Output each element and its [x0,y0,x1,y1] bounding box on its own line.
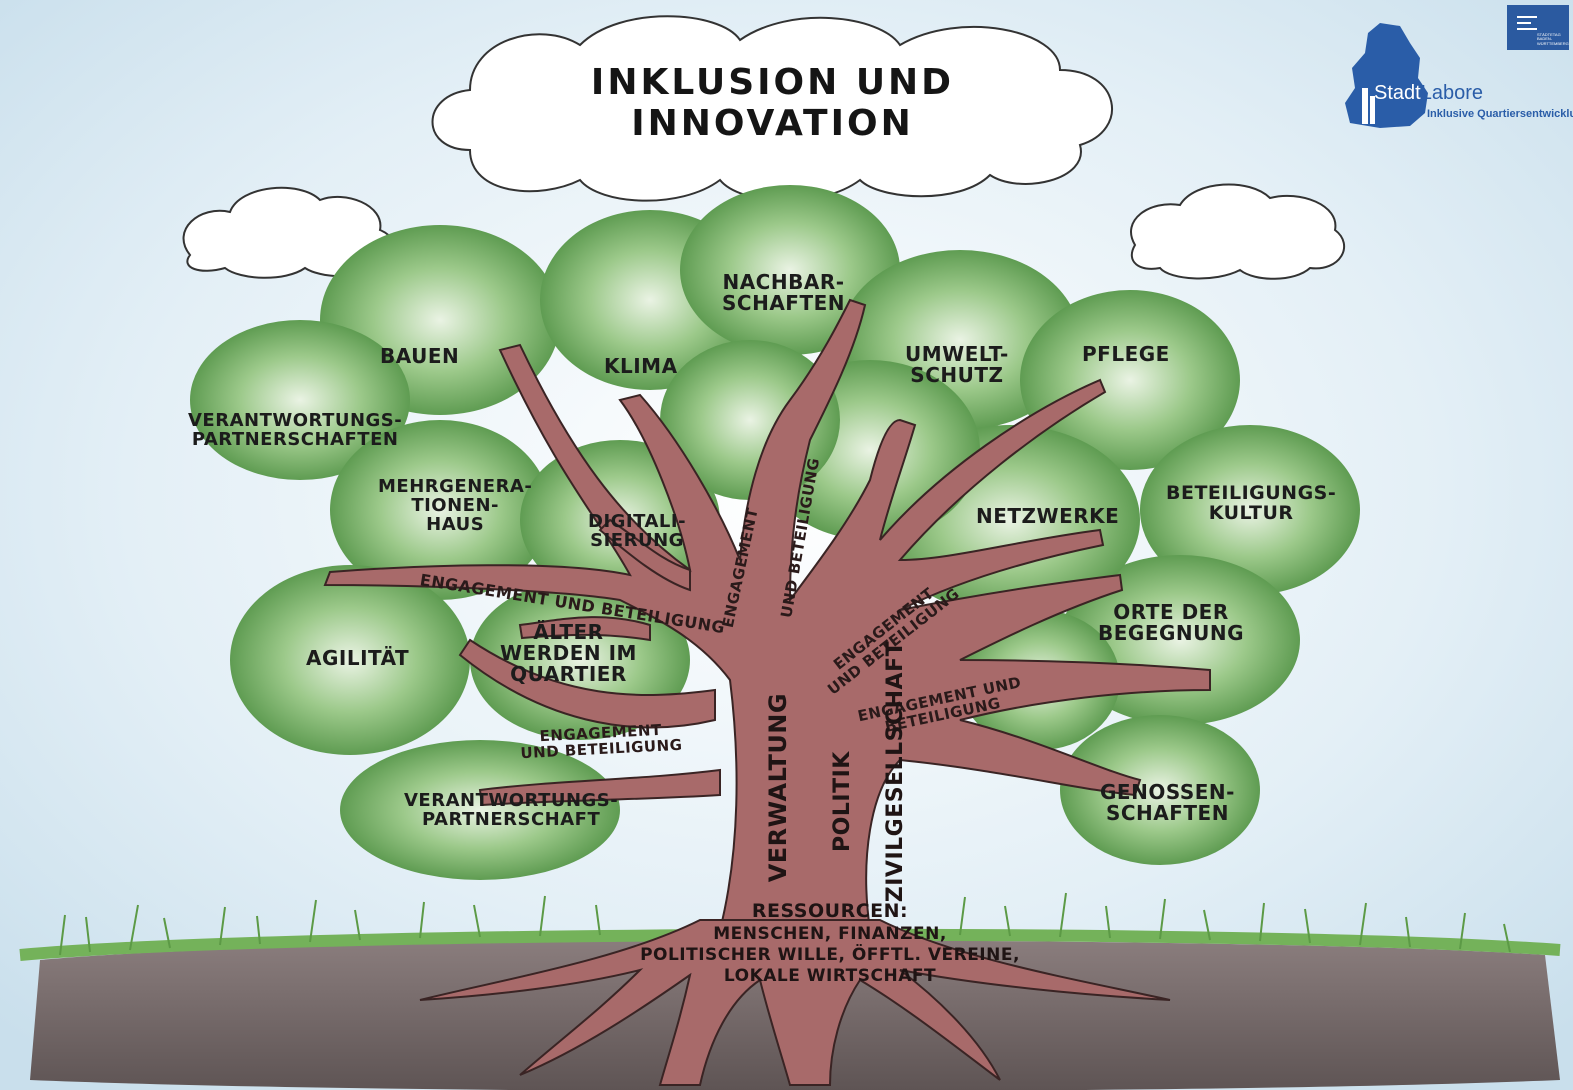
label-line: NACHBAR- [722,270,845,294]
resources-line: LOKALE WIRTSCHAFT [723,966,937,987]
trunk-branches [323,298,1211,931]
label-line: ORTE DER [1113,600,1229,624]
title-cloud [431,15,1114,202]
label-line: GENOSSEN- [1100,780,1235,804]
seal-mark-icon [1517,16,1537,30]
logo-name: StadtLabore [1374,82,1483,105]
label-line: MEHRGENERA- [378,476,533,497]
label-verantwortungspartnerschaft: VERANTWORTUNGS- PARTNERSCHAFT [404,790,619,830]
label-beteiligungskultur: BETEILIGUNGS- KULTUR [1166,482,1337,524]
label-line: PARTNERSCHAFTEN [191,428,399,450]
label-line: AGILITÄT [306,646,410,670]
label-bauen: BAUEN [380,346,459,367]
label-line: DIGITALI- [588,511,687,532]
seal-text: STÄDTETAG BADEN-WÜRTTEMBERG [1537,32,1569,46]
label-line: HAUS [426,513,485,535]
label-mehrgenerationenhaus: MEHRGENERA- TIONEN- HAUS [378,476,533,535]
roots [419,919,1171,1086]
label-nachbarschaften: NACHBAR- SCHAFTEN [722,272,845,314]
label-line: BEGEGNUNG [1098,621,1245,645]
label-digitalisierung: DIGITALI- SIERUNG [588,511,687,551]
label-line: UMWELT- [905,342,1009,366]
page-title: INKLUSION UND INNOVATION [590,62,955,144]
label-aelter-werden: ÄLTER WERDEN IM QUARTIER [500,622,637,685]
state-map-logo-icon [1345,23,1428,128]
resources-line: MENSCHEN, FINANZEN, [713,923,947,944]
label-klima: KLIMA [604,356,678,377]
label-line: ÄLTER [533,620,604,644]
label-line: VERANTWORTUNGS- [404,790,619,811]
label-line: WERDEN IM [500,641,637,665]
label-line: TIONEN- [411,494,499,516]
label-line: NETZWERKE [976,504,1120,528]
label-line: KLIMA [604,354,678,378]
label-line: BETEILIGUNGS- [1166,482,1337,504]
trunk-label-verwaltung: VERWALTUNG [764,692,793,883]
label-pflege: PFLEGE [1082,344,1170,365]
label-agilitaet: AGILITÄT [306,648,409,669]
logo-name-part2: Labore [1420,82,1483,104]
trunk-label-politik: POLITIK [829,751,855,852]
label-line: VERANTWORTUNGS- [188,410,403,431]
resources-block: RESSOURCEN: MENSCHEN, FINANZEN, POLITISC… [640,900,1020,988]
right-cloud [1130,183,1346,280]
label-line: KULTUR [1208,501,1294,524]
label-umweltschutz: UMWELT- SCHUTZ [905,344,1009,386]
label-line: QUARTIER [510,662,627,686]
seal-logo: STÄDTETAG BADEN-WÜRTTEMBERG [1507,5,1569,50]
logo-subtitle: Inklusive Quartiersentwicklu [1427,108,1573,120]
label-line: SIERUNG [590,529,684,551]
resources-line: POLITISCHER WILLE, ÖFFTL. VEREINE, [640,945,1020,965]
label-line: PFLEGE [1082,342,1170,366]
label-line: SCHUTZ [910,363,1004,387]
label-line: BAUEN [380,344,460,368]
label-netzwerke: NETZWERKE [976,506,1119,527]
trunk-label-zivilgesellschaft: ZIVILGESELLSCHAFT [883,640,909,903]
label-verantwortungspartnerschaften: VERANTWORTUNGS- PARTNERSCHAFTEN [188,410,403,450]
label-genossenschaften: GENOSSEN- SCHAFTEN [1100,782,1235,824]
label-line: PARTNERSCHAFT [421,808,601,830]
label-line: SCHAFTEN [1105,801,1229,825]
label-orte-der-begegnung: ORTE DER BEGEGNUNG [1098,602,1244,644]
resources-heading: RESSOURCEN: [751,900,909,922]
label-line: SCHAFTEN [722,291,846,315]
logo-name-part1: Stadt [1374,82,1421,104]
